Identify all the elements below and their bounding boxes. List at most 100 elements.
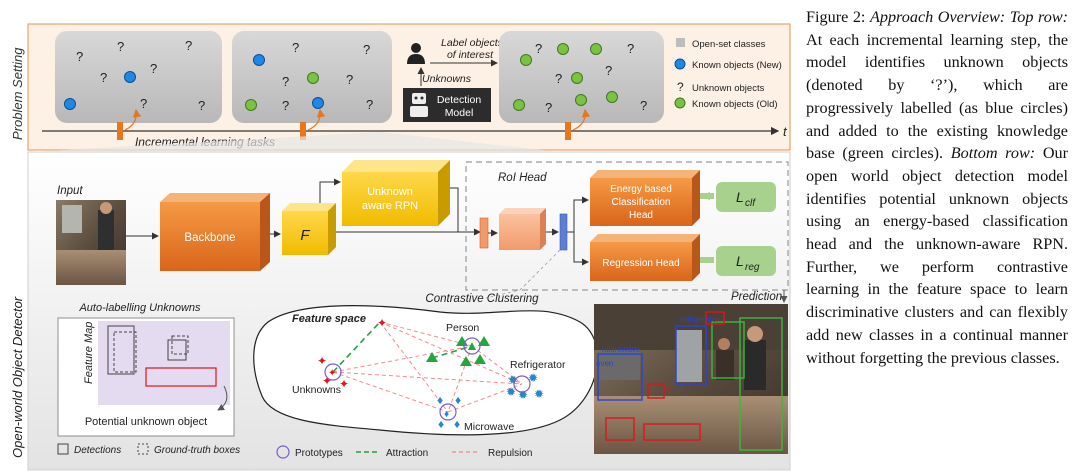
loss-clf-box xyxy=(716,182,776,212)
caption-text-2: Our open world object detection model id… xyxy=(806,144,1068,367)
pred-label-microwave: microwave xyxy=(602,345,641,354)
unknown-marker: ? xyxy=(117,39,124,54)
pred-box-refrigerator xyxy=(675,325,707,385)
robot-icon xyxy=(410,93,428,117)
microwave-prototype-point: ♦ xyxy=(444,409,449,420)
regression-head-block xyxy=(590,234,700,281)
unknown-prototype-point: ✦ xyxy=(328,368,336,379)
microwave-prototype xyxy=(439,403,457,421)
known-old-object xyxy=(590,43,602,55)
unknown-marker: ? xyxy=(346,72,353,87)
task-arrow-1 xyxy=(124,108,142,131)
legend-unknown-text: Unknown objects xyxy=(692,83,765,94)
legend-gt-text: Ground-truth boxes xyxy=(154,445,240,456)
known-old-object xyxy=(571,72,583,84)
detector-label: Open-world Object Detector xyxy=(10,296,25,458)
feature-map-area xyxy=(98,321,230,405)
legend-repulsion-text: Repulsion xyxy=(488,448,532,459)
task-panel-3-unknowns: ? ? ? ? ? ? xyxy=(535,41,647,115)
repulsion-lines xyxy=(332,321,523,413)
backbone-block xyxy=(160,193,270,271)
feature-space-label: Feature space xyxy=(292,313,366,325)
detection-box xyxy=(107,325,135,375)
pred-box-unknown xyxy=(643,423,701,441)
legend-prototypes-marker xyxy=(276,445,290,459)
unknown-marker: ? xyxy=(292,40,299,55)
known-old-object xyxy=(307,72,319,84)
legend-detections-marker xyxy=(57,443,69,455)
known-new-object xyxy=(312,97,324,109)
legend-open-set-marker xyxy=(676,38,685,47)
svg-text:✦: ✦ xyxy=(339,377,349,391)
pred-box-unknown xyxy=(705,311,725,325)
svg-text:✦: ✦ xyxy=(317,354,327,368)
task-arrow-2 xyxy=(307,108,326,131)
task-marker-1 xyxy=(117,122,123,140)
known-new-object xyxy=(124,71,136,83)
pred-box-microwave xyxy=(597,353,643,401)
known-old-object xyxy=(513,99,525,111)
pred-box-unknown xyxy=(605,417,635,441)
annotator-icon xyxy=(407,43,425,64)
task-marker-3 xyxy=(565,122,571,140)
detection-model-text-1: Detection xyxy=(437,94,482,106)
svg-text:✹: ✹ xyxy=(528,371,538,385)
unknown-marker: ? xyxy=(140,96,147,111)
svg-text:✹: ✹ xyxy=(534,387,544,401)
contrastive-title: Contrastive Clustering xyxy=(425,293,539,305)
feature-map-label: Feature Map xyxy=(83,322,95,384)
known-new-object xyxy=(64,98,76,110)
microwave-points: ♦ ♦ ♦ ♦ xyxy=(437,393,461,431)
unknown-marker: ? xyxy=(605,63,612,78)
cls-head-label-1: Energy based xyxy=(610,184,672,195)
svg-text:✹: ✹ xyxy=(506,385,516,399)
loss-clf-subscript: clf xyxy=(745,198,756,209)
problem-setting-label: Problem Setting xyxy=(10,47,25,140)
loss-reg-box xyxy=(716,246,776,276)
to-cls-arrow xyxy=(567,196,589,233)
microwave-cluster-label: Microwave xyxy=(464,421,514,433)
cls-head-label-2: Classification xyxy=(612,197,671,208)
problem-setting-section: Problem Setting ? ? ? ? ? ? ? ? ? ? ? ? … xyxy=(10,23,791,151)
top-row-label: Top row: xyxy=(1009,8,1069,26)
unknown-marker: ? xyxy=(535,41,542,56)
legend-known-old-text: Known objects (Old) xyxy=(692,99,778,110)
cls-head-label-3: Head xyxy=(629,210,653,221)
unknown-marker: ? xyxy=(640,98,647,113)
svg-text:♦: ♦ xyxy=(454,417,460,431)
loss-reg-arrow xyxy=(700,257,714,263)
feature-label: F xyxy=(300,227,310,244)
input-label: Input xyxy=(57,185,83,197)
ground-truth-box xyxy=(171,335,189,355)
rpn-label-2: aware RPN xyxy=(362,200,418,212)
legend-known-new-marker xyxy=(674,58,686,70)
backbone-label: Backbone xyxy=(184,232,235,244)
label-objects-text-1: Label objects xyxy=(441,37,504,49)
legend-unknown-marker: ? xyxy=(677,80,684,94)
loss-clf-symbol: L xyxy=(736,189,744,205)
unknowns-cluster-label: Unknowns xyxy=(292,384,341,396)
feature-space-blob xyxy=(253,305,598,436)
known-old-object xyxy=(575,94,587,106)
legend-attraction-text: Attraction xyxy=(386,448,428,459)
task-panel-1-unknowns: ? ? ? ? ? ? ? xyxy=(76,38,205,113)
known-new-object xyxy=(253,54,265,66)
pred-box-person xyxy=(739,317,783,451)
person-prototype xyxy=(463,337,481,355)
unknown-marker: ? xyxy=(76,49,83,64)
figure-title: Approach Overview: xyxy=(869,8,1006,26)
svg-text:♦: ♦ xyxy=(437,393,443,407)
pred-box-unknown xyxy=(647,383,665,399)
unknown-marker: ? xyxy=(150,61,157,76)
known-old-object xyxy=(606,91,618,103)
pred-label-unknown: ? xyxy=(666,386,671,396)
pred-box-person-2 xyxy=(711,321,745,379)
legend-open-set-text: Open-set classes xyxy=(692,39,766,50)
unknown-marker: ? xyxy=(282,98,289,113)
time-axis-label: t xyxy=(783,124,788,139)
known-old-object xyxy=(557,43,569,55)
prediction-image xyxy=(594,304,788,454)
zoom-wedge xyxy=(30,132,790,152)
loss-reg-symbol: L xyxy=(736,253,744,269)
svg-text:✹: ✹ xyxy=(508,373,518,387)
